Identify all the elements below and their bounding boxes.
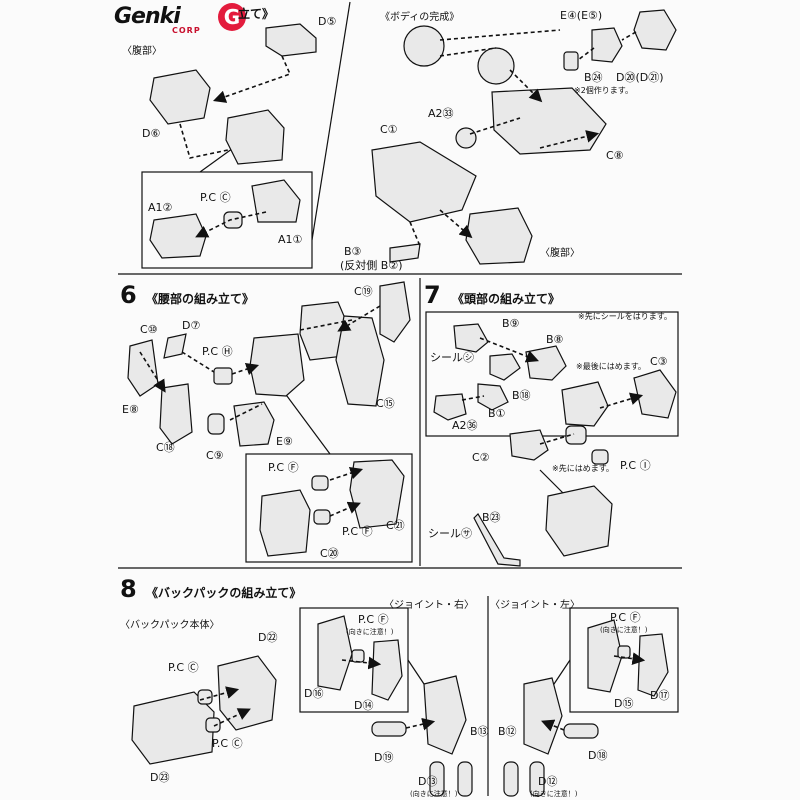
label-c2: C② bbox=[472, 451, 490, 464]
sec6-number: 6 bbox=[120, 281, 137, 309]
label-d13: D⑬ bbox=[418, 775, 438, 788]
logo-g-icon: G bbox=[218, 3, 246, 31]
label-c15: C⑮ bbox=[376, 397, 395, 410]
logo-corp: CORP bbox=[172, 26, 201, 35]
sec8-sub-left: 〈ジョイント・左〉 bbox=[490, 600, 580, 611]
caution-d13: (向きに注意！) bbox=[410, 790, 458, 798]
label-pc-c-1: P.C Ⓒ bbox=[168, 661, 199, 674]
label-b3-reverse: (反対側 B②) bbox=[340, 259, 403, 272]
header-title-tail: 立て》 bbox=[238, 7, 275, 21]
sec7-detail-box bbox=[425, 311, 679, 437]
note-last: ※最後にはめます。 bbox=[576, 362, 646, 371]
label-d5: D⑤ bbox=[318, 15, 337, 28]
label-pc-f-2: P.C Ⓕ bbox=[342, 525, 373, 538]
caution-right: (向きに注意！) bbox=[346, 628, 394, 636]
logo-word: Genki bbox=[114, 4, 181, 29]
label-d17: D⑰ bbox=[650, 689, 670, 702]
label-e8: E⑧ bbox=[122, 403, 139, 416]
label-b1: B① bbox=[488, 407, 506, 420]
sec6-detail-box bbox=[245, 453, 413, 563]
label-pc-c: P.C Ⓒ bbox=[200, 191, 231, 204]
label-d16: D⑯ bbox=[304, 687, 324, 700]
label-b12: B⑫ bbox=[498, 725, 517, 738]
label-d15: D⑮ bbox=[614, 697, 634, 710]
label-c18: C⑱ bbox=[156, 441, 175, 454]
label-d12: D⑫ bbox=[538, 775, 558, 788]
note-first: ※先にはめます。 bbox=[552, 464, 614, 473]
label-c9: C⑨ bbox=[206, 449, 224, 462]
label-a2-33: A2㉝ bbox=[428, 107, 454, 120]
label-seal-shi: シール㋛ bbox=[430, 351, 474, 364]
label-d22: D㉒ bbox=[258, 631, 278, 644]
label-c3: C③ bbox=[650, 355, 668, 368]
label-seal-sa: シール㋚ bbox=[428, 527, 472, 540]
sec8-sub-body: 〈バックパック本体〉 bbox=[120, 620, 220, 631]
label-b13: B⑬ bbox=[470, 725, 489, 738]
note-apply-seal: ※先にシールをはります。 bbox=[578, 312, 672, 321]
label-pc-f-right: P.C Ⓕ bbox=[358, 613, 389, 626]
sec5-sub-waist: 〈腹部〉 bbox=[122, 46, 162, 57]
sec5-detail-box bbox=[141, 171, 313, 269]
note-make-two: ※2個作ります。 bbox=[574, 86, 633, 95]
sec8-sub-right: 〈ジョイント・右〉 bbox=[384, 600, 474, 611]
label-pc-i: P.C Ⓘ bbox=[620, 459, 651, 472]
label-d6: D⑥ bbox=[142, 127, 161, 140]
label-d14: D⑭ bbox=[354, 699, 374, 712]
label-d23: D㉓ bbox=[150, 771, 170, 784]
label-a2-36: A2㊱ bbox=[452, 419, 478, 432]
label-c20: C⑳ bbox=[320, 547, 339, 560]
label-b3: B③ bbox=[344, 245, 362, 258]
label-b24: B㉔ bbox=[584, 71, 603, 84]
label-e4: E④(E⑤) bbox=[560, 9, 603, 22]
label-b18: B⑱ bbox=[512, 389, 531, 402]
label-c1: C① bbox=[380, 123, 398, 136]
label-a1-2: A1② bbox=[148, 201, 173, 214]
caution-left: (向きに注意！) bbox=[600, 626, 648, 634]
label-b23: B㉓ bbox=[482, 511, 501, 524]
diagonal-divider bbox=[311, 1, 351, 241]
sec8-title: 《バックパックの組み立て》 bbox=[146, 586, 302, 600]
label-pc-f-left: P.C Ⓕ bbox=[610, 611, 641, 624]
sec7-title: 《頭部の組み立て》 bbox=[452, 292, 561, 306]
label-d20: D⑳(D㉑) bbox=[616, 71, 664, 84]
sec8-number: 8 bbox=[120, 575, 137, 603]
label-pc-f-1: P.C Ⓕ bbox=[268, 461, 299, 474]
sec7-number: 7 bbox=[424, 281, 441, 309]
genki-logo: Genki CORP G bbox=[114, 2, 252, 38]
label-c10: C⑩ bbox=[140, 323, 158, 336]
label-pc-c-2: P.C Ⓒ bbox=[212, 737, 243, 750]
sec6-title: 《腰部の組み立て》 bbox=[146, 292, 255, 306]
caution-d12: (向きに注意！) bbox=[530, 790, 578, 798]
sec5-body-complete: 《ボディの完成》 bbox=[380, 12, 460, 23]
sec5-waist-label: 〈腹部〉 bbox=[540, 248, 580, 259]
label-e9: E⑨ bbox=[276, 435, 293, 448]
label-d7: D⑦ bbox=[182, 319, 201, 332]
label-a1-1: A1① bbox=[278, 233, 303, 246]
label-d18: D⑱ bbox=[588, 749, 608, 762]
label-c19: C⑲ bbox=[354, 285, 373, 298]
label-b9: B⑨ bbox=[502, 317, 520, 330]
label-b8: B⑧ bbox=[546, 333, 564, 346]
label-pc-h: P.C Ⓗ bbox=[202, 345, 233, 358]
label-c21: C㉑ bbox=[386, 519, 405, 532]
label-d19: D⑲ bbox=[374, 751, 394, 764]
label-c8: C⑧ bbox=[606, 149, 624, 162]
